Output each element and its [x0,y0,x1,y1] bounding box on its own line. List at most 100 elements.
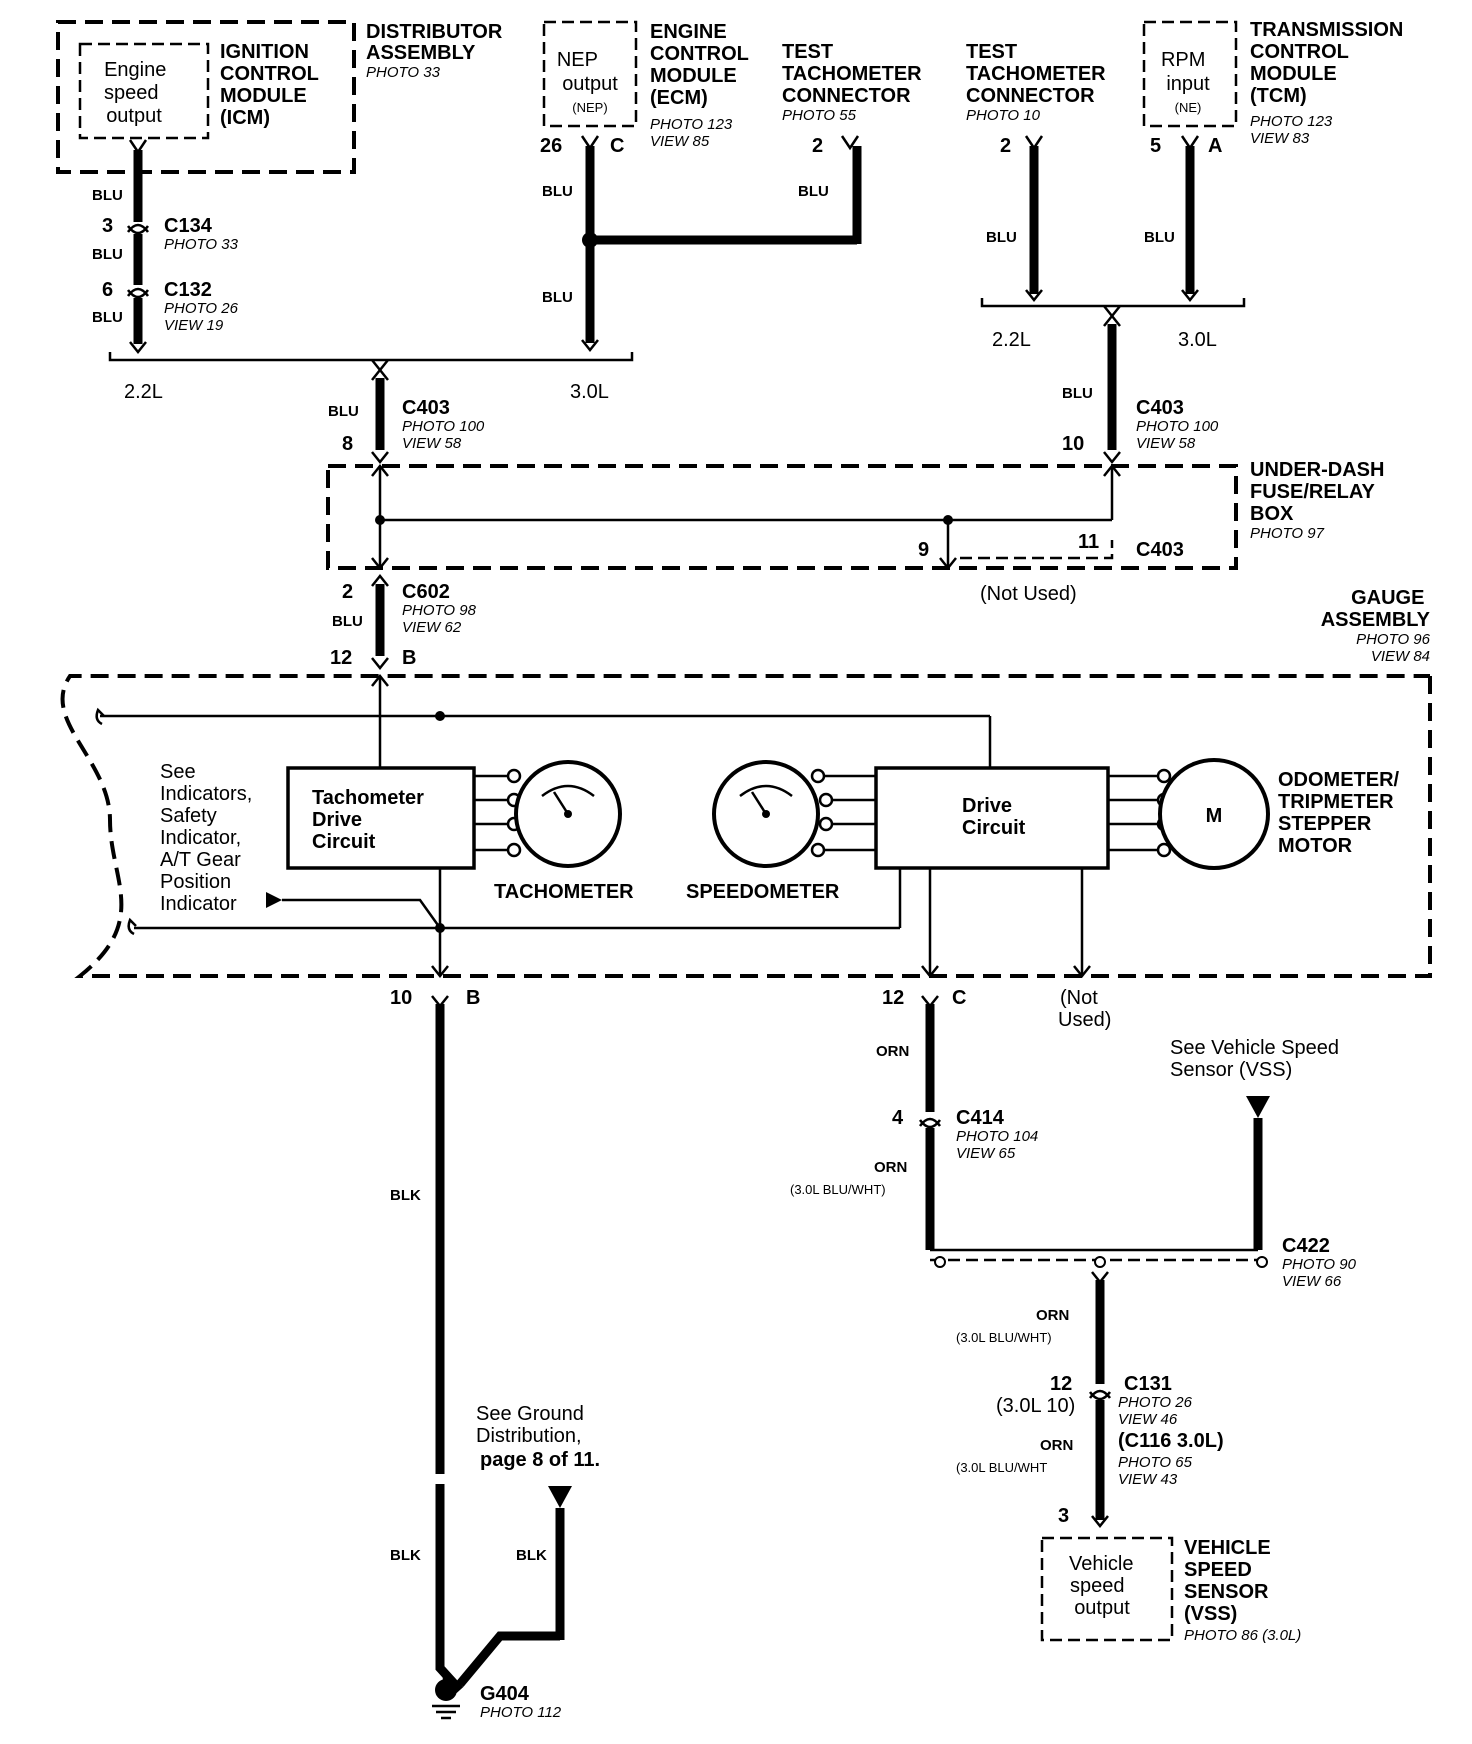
svg-text:(3.0L BLU/WHT): (3.0L BLU/WHT) [956,1330,1052,1345]
tachometer-label: TACHOMETER [494,881,634,903]
ground-g404: G404 PHOTO 112 [432,1618,562,1721]
svg-text:2.2L: 2.2L [124,381,163,403]
svg-text:VIEW 43: VIEW 43 [1118,1471,1178,1488]
svg-text:VIEW 58: VIEW 58 [402,435,462,452]
test-tach-connector-2: TEST TACHOMETER CONNECTOR PHOTO 10 2 BLU [966,41,1106,303]
svg-text:BLU: BLU [1062,385,1093,402]
svg-text:See Ground Distribution,: See Ground Distribution, [476,1403,589,1447]
c422: C422 PHOTO 90 VIEW 66 ORN (3.0L BLU/WHT) [930,1235,1357,1384]
see-indicators-note: See Indicators, Safety Indicator, A/T Ge… [160,761,258,915]
ecm: NEP output (NEP) ENGINE CONTROL MODULE (… [540,20,857,353]
svg-text:3.0L: 3.0L [570,381,609,403]
svg-text:PHOTO 98: PHOTO 98 [402,602,477,619]
c132-label: C132 [164,279,212,301]
gauge-output-b: 10 B BLK BLK [390,987,480,1618]
svg-text:PHOTO 112: PHOTO 112 [480,1704,562,1721]
svg-text:GAUGE ASSEMBLY: GAUGE ASSEMBLY [1321,587,1431,631]
svg-text:PHOTO 104: PHOTO 104 [956,1128,1038,1145]
svg-text:VIEW 84: VIEW 84 [1371,648,1430,665]
speedometer-gauge-icon [712,760,820,868]
svg-text:12: 12 [330,647,352,669]
vehicle-speed-sensor: Vehicle speed output VEHICLE SPEED SENSO… [1040,1536,1301,1644]
c403-right: BLU 10 C403 PHOTO 100 VIEW 58 [1062,313,1219,465]
svg-text:VIEW 58: VIEW 58 [1136,435,1196,452]
svg-text:BLK: BLK [516,1547,547,1564]
svg-text:BLU: BLU [986,229,1017,246]
svg-text:Engine speed outpu: Engine speed output [104,59,172,127]
distributor-assembly: Engine speed output IGNITION CONTROL MOD… [56,20,508,174]
svg-text:A: A [1208,135,1222,157]
svg-text:2.2L: 2.2L [992,329,1031,351]
tachometer-gauge-icon [514,760,622,868]
svg-text:VEHICLE SPEED SENS: VEHICLE SPEED SENSOR (VSS) [1184,1537,1276,1625]
stepper-motor-icon: M [1158,758,1270,870]
svg-text:BLU: BLU [332,613,363,630]
svg-text:B: B [402,647,416,669]
svg-text:2: 2 [812,135,823,157]
svg-text:M: M [1206,805,1223,827]
vss-reference: See Vehicle Speed Sensor (VSS) [1170,1037,1345,1250]
svg-text:VIEW 62: VIEW 62 [402,619,462,636]
c134-pin: 3 [102,215,113,237]
svg-text:BLU: BLU [798,183,829,200]
svg-text:12: 12 [1050,1373,1072,1395]
svg-text:BLU: BLU [542,289,573,306]
svg-text:VIEW 46: VIEW 46 [1118,1411,1178,1428]
svg-text:UNDER-DASH FUSE/RELAY: UNDER-DASH FUSE/RELAY BOX [1250,459,1390,525]
svg-text:C131: C131 [1124,1373,1172,1395]
odometer-title: ODOMETER/ TRIPMETER STEPPER MOTOR [1278,769,1405,857]
svg-text:9: 9 [918,539,929,561]
svg-text:BLK: BLK [390,1547,421,1564]
svg-text:C403: C403 [1136,539,1184,561]
svg-text:VIEW 66: VIEW 66 [1282,1273,1342,1290]
svg-text:8: 8 [342,433,353,455]
svg-text:(NE): (NE) [1175,100,1202,115]
svg-text:3.0L: 3.0L [1178,329,1217,351]
svg-text:B: B [466,987,480,1009]
svg-text:PHOTO 90: PHOTO 90 [1282,1256,1357,1273]
svg-text:(NEP): (NEP) [572,100,607,115]
svg-text:See Vehicle Speed Sensor: See Vehicle Speed Sensor (VSS) [1170,1037,1345,1081]
svg-text:10: 10 [390,987,412,1009]
svg-text:2: 2 [1000,135,1011,157]
svg-text:C422: C422 [1282,1235,1330,1257]
svg-text:RPM input: RPM input [1161,49,1211,95]
svg-text:BLU: BLU [542,183,573,200]
svg-text:C602: C602 [402,581,450,603]
right-engine-bus: 2.2L 3.0L [980,298,1246,351]
svg-text:(3.0L 10): (3.0L 10) [996,1395,1075,1417]
tcm: RPM input (NE) TRANSMISSION CONTROL MODU… [1142,19,1403,303]
svg-text:(3.0L BLU/WHT: (3.0L BLU/WHT [956,1460,1047,1475]
ecm-pin: 26 [540,135,562,157]
svg-text:(Not: (Not [1060,987,1098,1009]
svg-text:NEP output: NEP output [557,49,618,95]
svg-text:ORN: ORN [1036,1307,1069,1324]
svg-text:VIEW 65: VIEW 65 [956,1145,1016,1162]
svg-text:PHOTO 10: PHOTO 10 [966,107,1041,124]
svg-text:BLU: BLU [92,246,123,263]
svg-text:PHOTO 97: PHOTO 97 [1250,525,1325,542]
ecm-terminal: C [610,135,624,157]
svg-text:C414: C414 [956,1107,1005,1129]
svg-text:PHOTO 26: PHOTO 26 [164,300,239,317]
svg-text:3: 3 [1058,1505,1069,1527]
ground-reference: See Ground Distribution, page 8 of 11. B… [456,1403,600,1687]
svg-text:(C116 3.0L): (C116 3.0L) [1118,1430,1224,1452]
tach-links [474,768,522,858]
distributor-title: DISTRIBUTOR ASSEMBLY [366,21,508,64]
c131: 12 (3.0L 10) C131 PHOTO 26 VIEW 46 (C116… [956,1373,1224,1529]
svg-text:PHOTO 55: PHOTO 55 [782,107,857,124]
svg-text:C403: C403 [1136,397,1184,419]
gauge-assembly: GAUGE ASSEMBLY PHOTO 96 VIEW 84 See Indi… [60,587,1432,979]
ecm-title: ENGINE CONTROL MODULE (ECM) [650,21,754,109]
svg-text:(3.0L BLU/WHT): (3.0L BLU/WHT) [790,1182,886,1197]
svg-text:12: 12 [882,987,904,1009]
svg-text:Used): Used) [1058,1009,1111,1031]
svg-text:PHOTO 65: PHOTO 65 [1118,1454,1193,1471]
svg-text:PHOTO 123: PHOTO 123 [650,116,733,133]
svg-text:Drive Circuit: Drive Circuit [962,795,1026,839]
svg-text:page 8 of 11.: page 8 of 11. [480,1449,600,1471]
svg-text:G404: G404 [480,1683,530,1705]
speed-links [810,768,876,858]
gauge-output-c: 12 C (Not Used) ORN 4 C414 PHOTO 104 VIE… [790,987,1111,1250]
